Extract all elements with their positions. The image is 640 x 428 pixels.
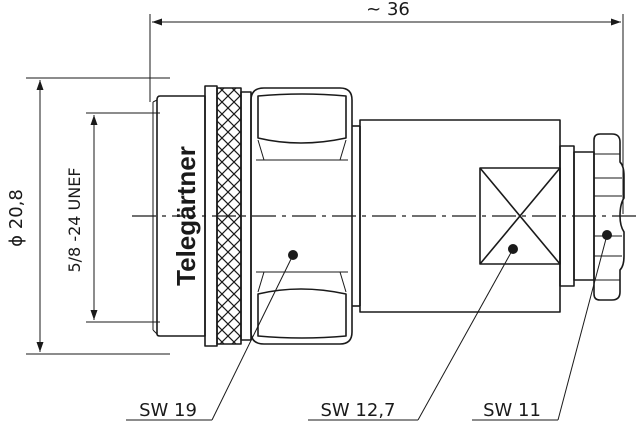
thread-dimension: 5/8 -24 UNEF <box>65 112 160 323</box>
diameter-dimension: ϕ 20,8 <box>6 77 170 355</box>
callout-sw11-label: SW 11 <box>483 400 541 421</box>
diameter-dimension-label: ϕ 20,8 <box>6 189 27 247</box>
callout-sw11: SW 11 <box>472 230 612 421</box>
length-dimension: ~ 36 <box>149 0 624 214</box>
callout-sw19: SW 19 <box>126 250 298 421</box>
callout-sw127: SW 12,7 <box>308 244 518 421</box>
thread-dimension-label: 5/8 -24 UNEF <box>65 167 84 272</box>
callout-sw127-label: SW 12,7 <box>320 400 395 421</box>
length-dimension-label: ~ 36 <box>366 0 410 20</box>
rear-nut-sw11 <box>559 133 625 301</box>
callout-sw19-label: SW 19 <box>139 400 197 421</box>
